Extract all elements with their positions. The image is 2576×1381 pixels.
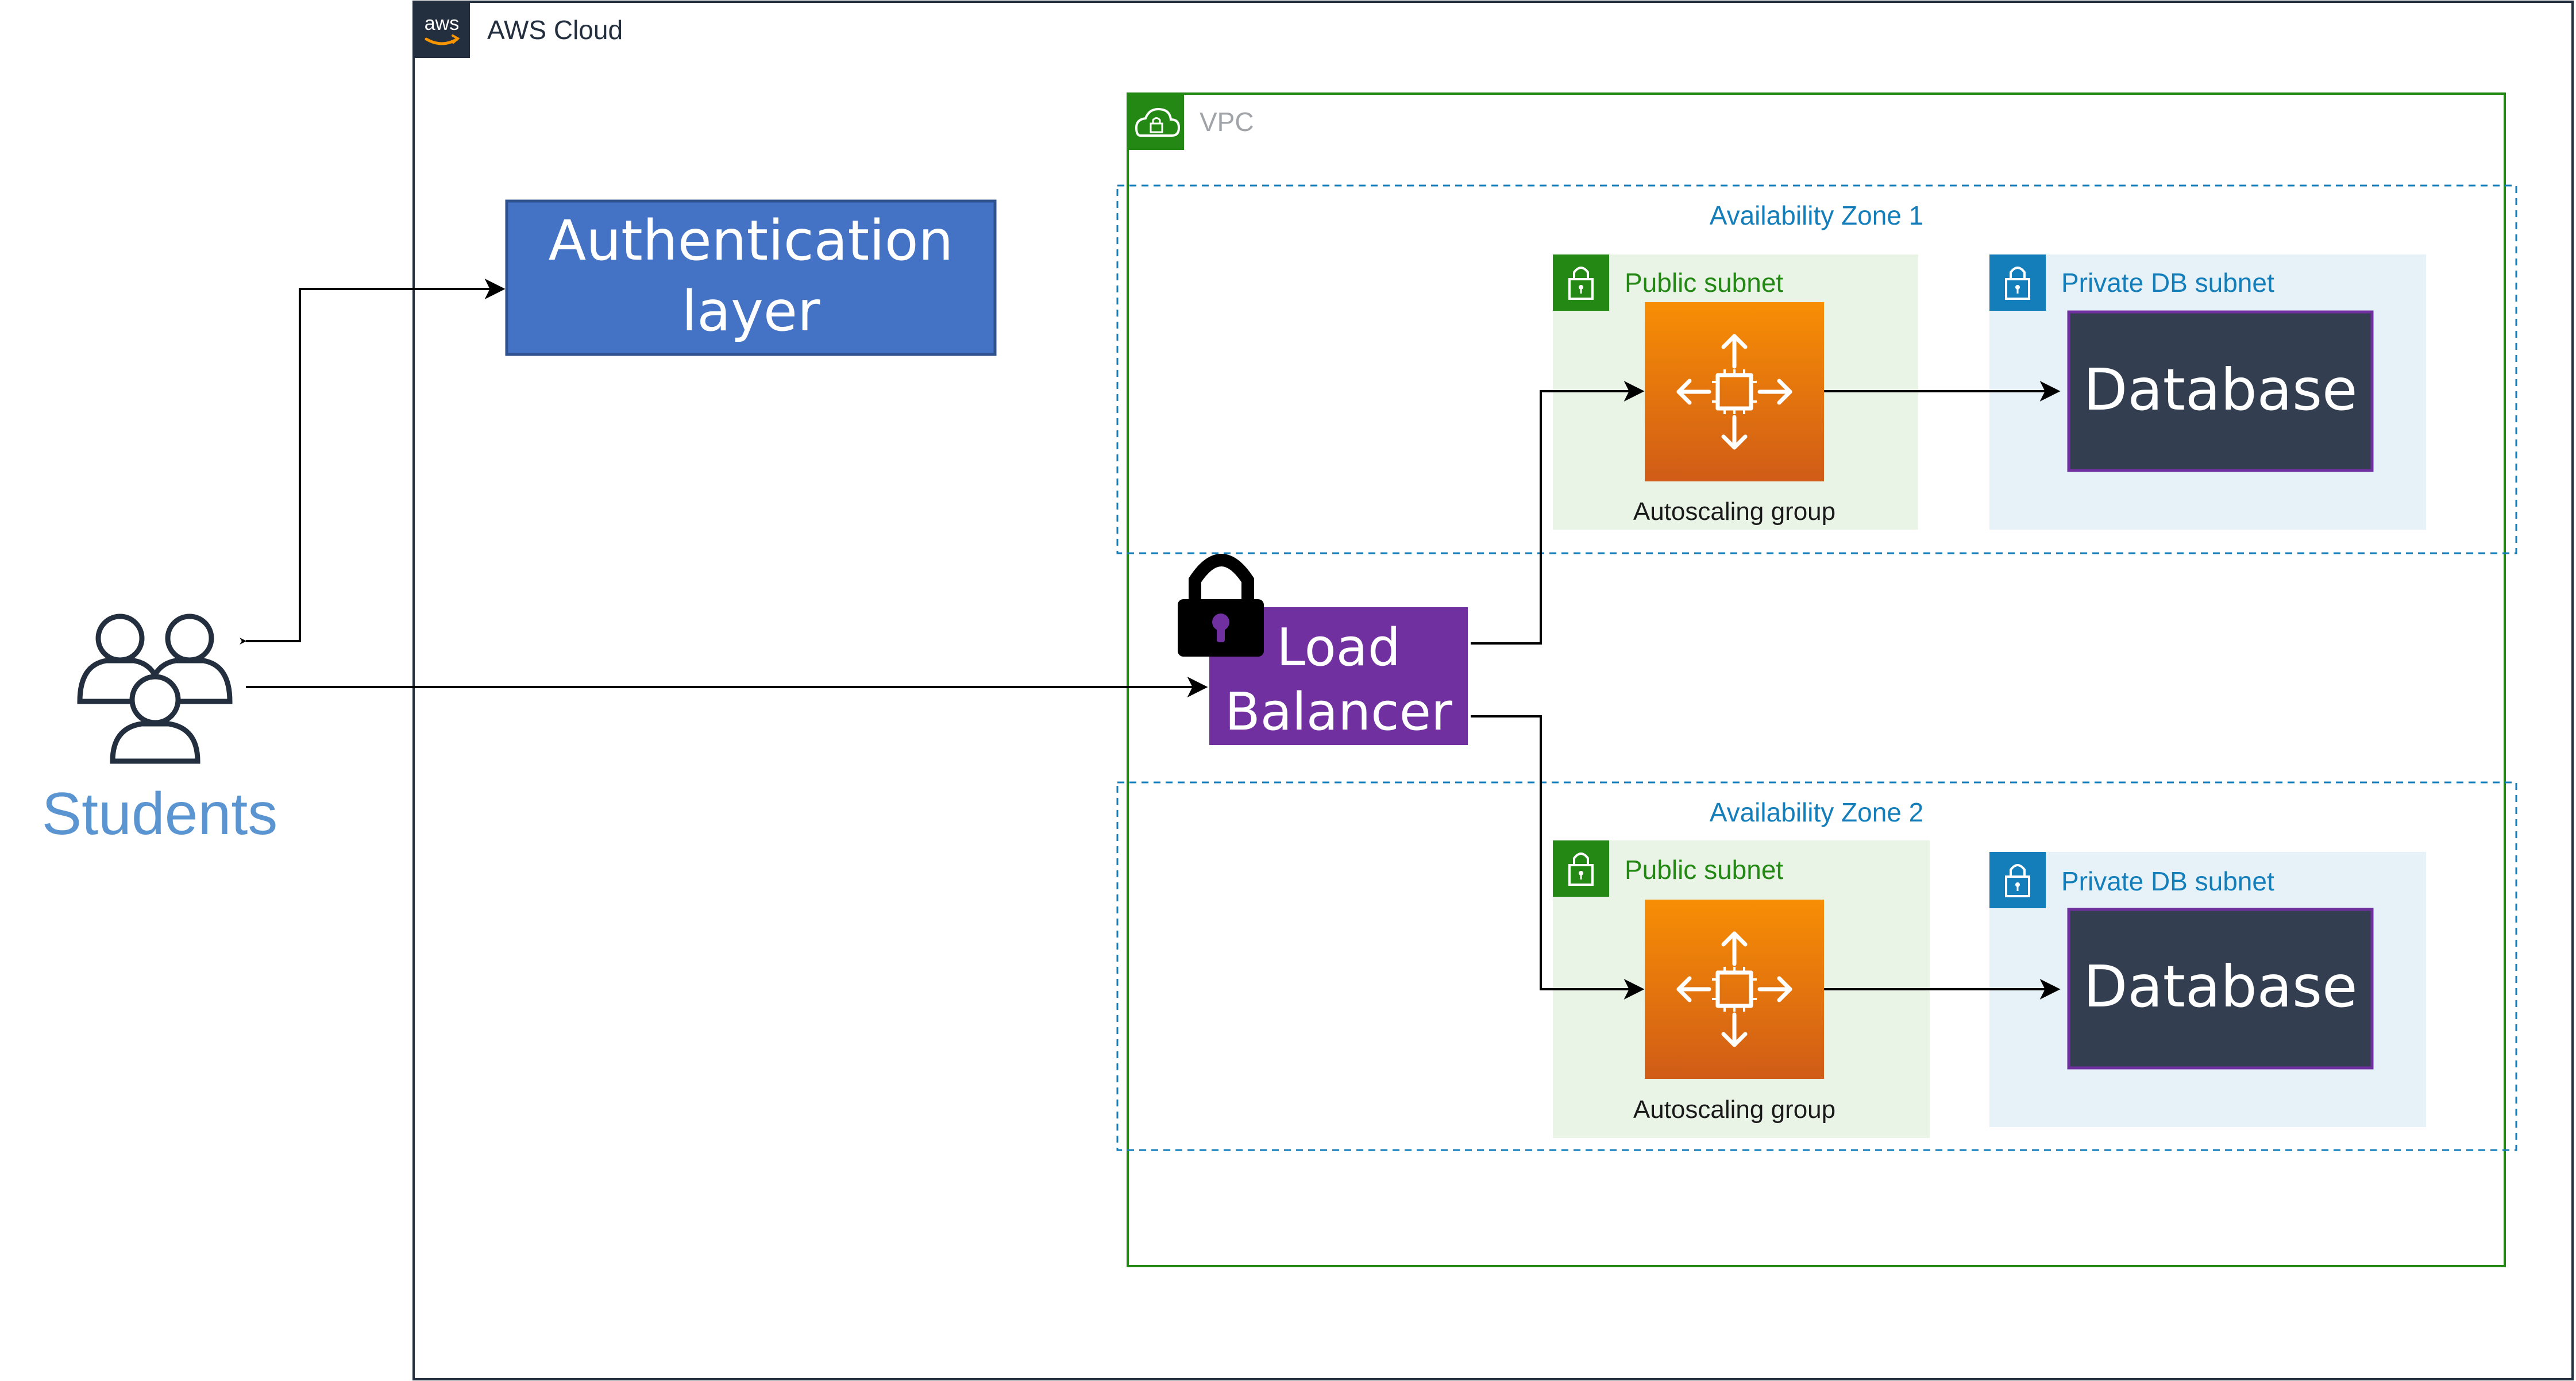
autoscaling-group-2: Autoscaling group [1633,900,1835,1124]
lock-icon [1989,254,2046,311]
lock-icon [1553,840,1609,897]
autoscaling-1-label: Autoscaling group [1633,497,1835,526]
auth-label-line2: layer [682,279,820,344]
connectors [240,279,2061,1000]
database-2: Database [2067,908,2374,1070]
lock-icon [1989,852,2046,908]
load-balancer-line2: Balancer [1225,682,1452,742]
lock-icon [1553,254,1609,311]
aws-logo-text: aws [425,13,459,34]
private-subnet-2-label: Private DB subnet [2061,866,2274,896]
public-subnet-1-label: Public subnet [1625,268,1783,298]
load-balancer-line1: Load [1277,618,1401,678]
auth-label-line1: Authentication [549,209,954,273]
students: Students [42,614,278,847]
public-subnet-2-label: Public subnet [1625,855,1783,885]
aws-cloud-label: AWS Cloud [487,15,623,45]
lb-asg2-connector [1471,715,1645,1000]
padlock-icon [1178,554,1264,657]
students-auth-connector [240,279,506,645]
availability-zone-2: Availability Zone 2 [1116,781,2517,1151]
zone-2-label: Availability Zone 2 [1710,797,1923,827]
users-icon [77,614,233,764]
private-subnet-1-label: Private DB subnet [2061,268,2274,298]
aws-cloud-group: aws AWS Cloud [412,1,2574,1380]
zone-1-label: Availability Zone 1 [1710,200,1923,230]
students-label: Students [42,781,278,847]
autoscaling-chip-icon [1645,302,1824,481]
cloud-lock-icon [1128,94,1184,150]
vpc-group: VPC [1127,92,2506,1267]
autoscaling-2-label: Autoscaling group [1633,1095,1835,1124]
authentication-layer: Authentication layer [505,199,997,356]
autoscaling-chip-icon [1645,900,1824,1079]
aws-logo-icon: aws [414,2,470,58]
availability-zone-1: Availability Zone 1 [1116,184,2517,554]
lb-asg1-connector [1471,381,1645,645]
database-1-label: Database [2083,356,2357,423]
database-1: Database [2067,310,2374,472]
vpc-label: VPC [1200,107,1254,137]
load-balancer: Load Balancer [1178,554,1468,745]
autoscaling-group-1: Autoscaling group [1633,302,1835,526]
database-2-label: Database [2083,953,2357,1020]
